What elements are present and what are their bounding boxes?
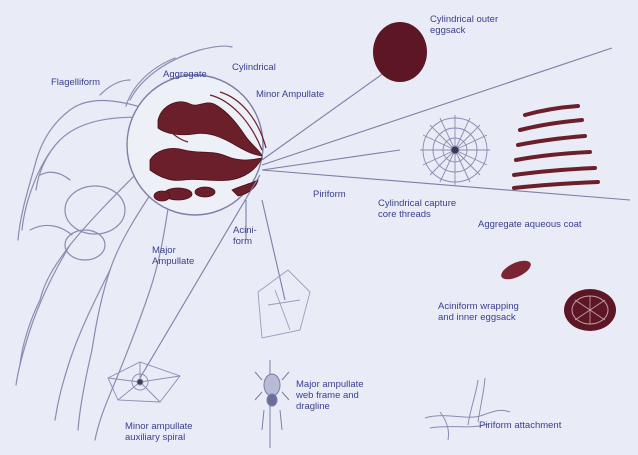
label-cylindrical-capture: Cylindrical capture core threads (378, 198, 456, 220)
dragline-spider (255, 360, 289, 448)
aciniform-sheet (258, 270, 310, 338)
label-aciniform: Acini- form (233, 225, 257, 247)
label-aggregate: Aggregate (163, 69, 207, 80)
label-flagelliform: Flagelliform (51, 77, 100, 88)
cylindrical-eggsack (373, 22, 427, 82)
aggregate-coat-stripes (514, 106, 598, 188)
label-minor-auxiliary: Minor ampullate auxiliary spiral (125, 421, 193, 443)
aciniform-wrapped-prey (499, 257, 534, 283)
label-piriform-attachment: Piriform attachment (479, 420, 561, 431)
label-cylindrical-outer-eggsack: Cylindrical outer eggsack (430, 14, 498, 36)
label-major-frame: Major ampullate web frame and dragline (296, 379, 364, 412)
label-cylindrical: Cylindrical (232, 62, 276, 73)
label-major-ampullate: Major Ampullate (152, 245, 194, 267)
orb-web (420, 115, 490, 185)
label-minor-ampullate: Minor Ampullate (256, 89, 324, 100)
auxiliary-spiral-web (108, 362, 180, 402)
label-piriform: Piriform (313, 189, 346, 200)
label-aggregate-aqueous: Aggregate aqueous coat (478, 219, 582, 230)
label-aciniform-wrapping: Aciniform wrapping and inner eggsack (438, 301, 519, 323)
inner-eggsack (564, 289, 616, 331)
